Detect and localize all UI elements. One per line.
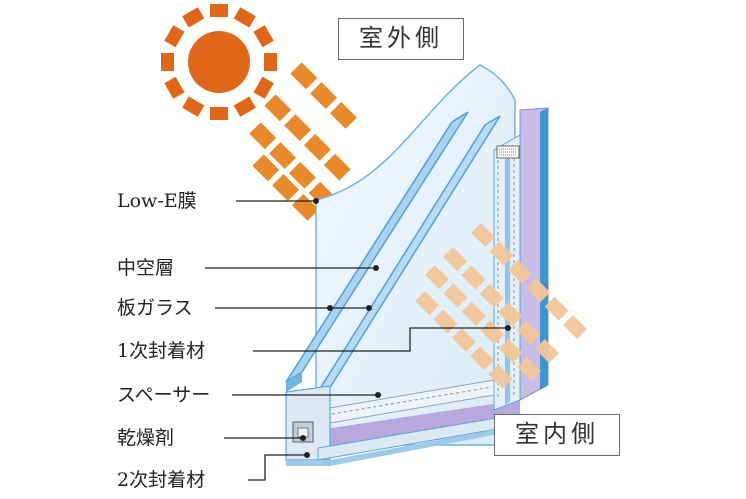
label-hollow-layer: 中空層 (117, 257, 175, 279)
leader-secondary-sealant (248, 454, 307, 481)
leader-primary-sealant (253, 327, 508, 352)
label-glass-pane: 板ガラス (117, 297, 193, 319)
leader-lines (205, 200, 508, 481)
leader-dots (300, 198, 511, 458)
label-spacer: スペーサー (117, 384, 211, 406)
sunlight-rays-inside (415, 223, 588, 389)
spacer-frame (317, 134, 521, 426)
inside-tag: 室内側 (494, 414, 620, 456)
outside-tag: 室外側 (338, 18, 464, 60)
spacer-detail-icon (496, 145, 520, 159)
inner-panel (318, 107, 549, 448)
label-secondary-sealant: 2次封着材 (117, 469, 206, 491)
label-low-e: Low-E膜 (117, 190, 197, 212)
corner-assembly (285, 385, 521, 466)
label-primary-sealant: 1次封着材 (117, 340, 206, 362)
sun-icon (161, 4, 277, 120)
label-desiccant: 乾燥剤 (117, 427, 175, 449)
